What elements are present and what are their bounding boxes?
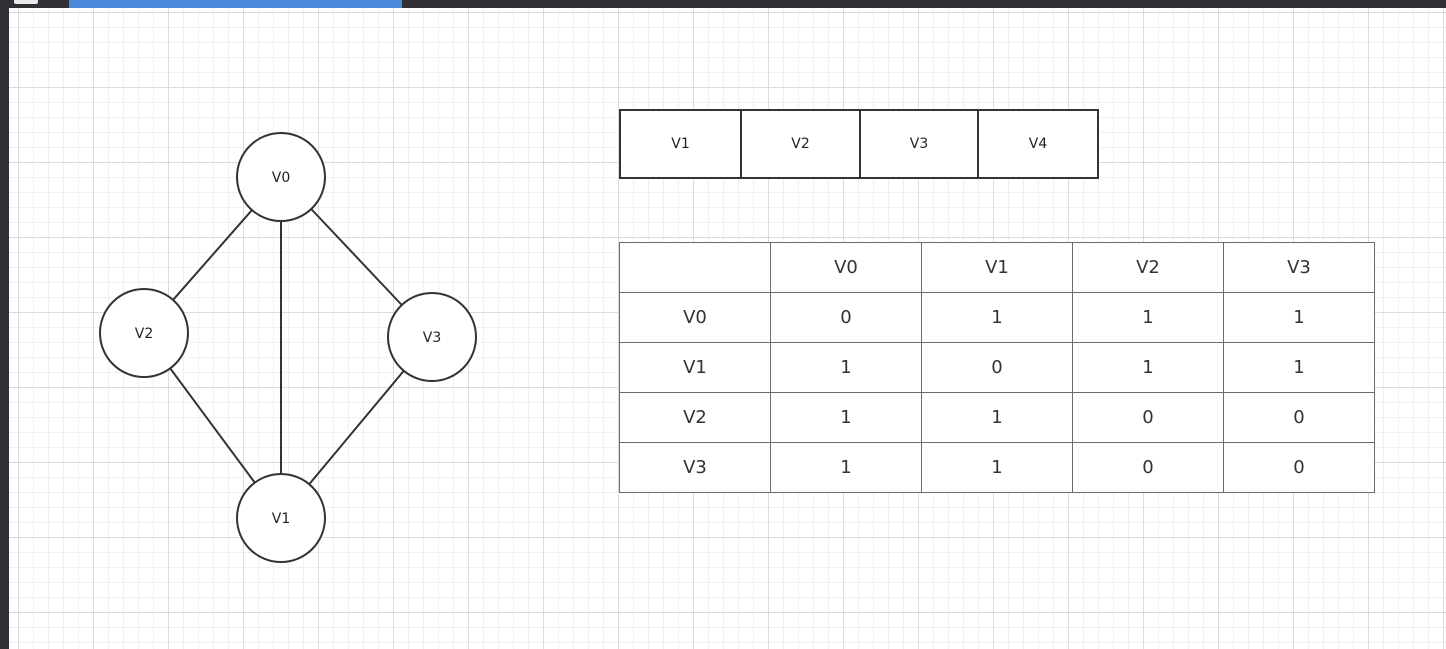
matrix-cell[interactable]: 1 xyxy=(921,442,1073,493)
matrix-cell[interactable]: 1 xyxy=(921,392,1073,443)
matrix-row-header[interactable]: V3 xyxy=(619,442,771,493)
matrix-row-header[interactable]: V0 xyxy=(619,292,771,343)
matrix-cell[interactable]: 1 xyxy=(1072,292,1224,343)
vertex-array-cell[interactable]: V4 xyxy=(1028,136,1048,152)
matrix-cell[interactable]: 1 xyxy=(770,442,922,493)
matrix-cell[interactable]: 0 xyxy=(1223,392,1375,443)
matrix-cell[interactable]: 1 xyxy=(1223,342,1375,393)
active-tab-indicator[interactable] xyxy=(69,0,402,8)
matrix-row: V3 1 1 0 0 xyxy=(619,442,1375,493)
matrix-row: V1 1 0 1 1 xyxy=(619,342,1375,393)
top-bar xyxy=(0,0,1446,8)
matrix-row: V0 0 1 1 1 xyxy=(619,292,1375,343)
matrix-cell[interactable]: 0 xyxy=(770,292,922,343)
matrix-cell[interactable]: 1 xyxy=(770,392,922,443)
matrix-corner-cell[interactable] xyxy=(619,242,771,293)
matrix-cell[interactable]: 0 xyxy=(1072,442,1224,493)
matrix-col-header[interactable]: V2 xyxy=(1072,242,1224,293)
matrix-cell[interactable]: 1 xyxy=(1223,292,1375,343)
vertex-array: V1 V2 V3 V4 xyxy=(619,109,1099,179)
matrix-col-header[interactable]: V0 xyxy=(770,242,922,293)
matrix-cell[interactable]: 0 xyxy=(1223,442,1375,493)
adjacency-matrix-table: V0 V1 V2 V3 V0 0 1 1 1 V1 1 0 1 1 V2 1 1… xyxy=(619,242,1375,493)
left-sidebar-strip xyxy=(0,8,9,649)
matrix-col-header[interactable]: V1 xyxy=(921,242,1073,293)
matrix-header-row: V0 V1 V2 V3 xyxy=(619,242,1375,293)
vertex-array-cell[interactable]: V3 xyxy=(861,111,979,177)
matrix-cell[interactable]: 1 xyxy=(921,292,1073,343)
matrix-row: V2 1 1 0 0 xyxy=(619,392,1375,443)
matrix-cell[interactable]: 0 xyxy=(1072,392,1224,443)
vertex-array-cell[interactable]: V2 xyxy=(742,111,861,177)
matrix-col-header[interactable]: V3 xyxy=(1223,242,1375,293)
matrix-cell[interactable]: 1 xyxy=(770,342,922,393)
matrix-row-header[interactable]: V2 xyxy=(619,392,771,443)
matrix-cell[interactable]: 0 xyxy=(921,342,1073,393)
matrix-row-header[interactable]: V1 xyxy=(619,342,771,393)
vertex-array-cell[interactable]: V1 xyxy=(621,111,742,177)
matrix-cell[interactable]: 1 xyxy=(1072,342,1224,393)
menu-icon[interactable] xyxy=(14,0,38,4)
